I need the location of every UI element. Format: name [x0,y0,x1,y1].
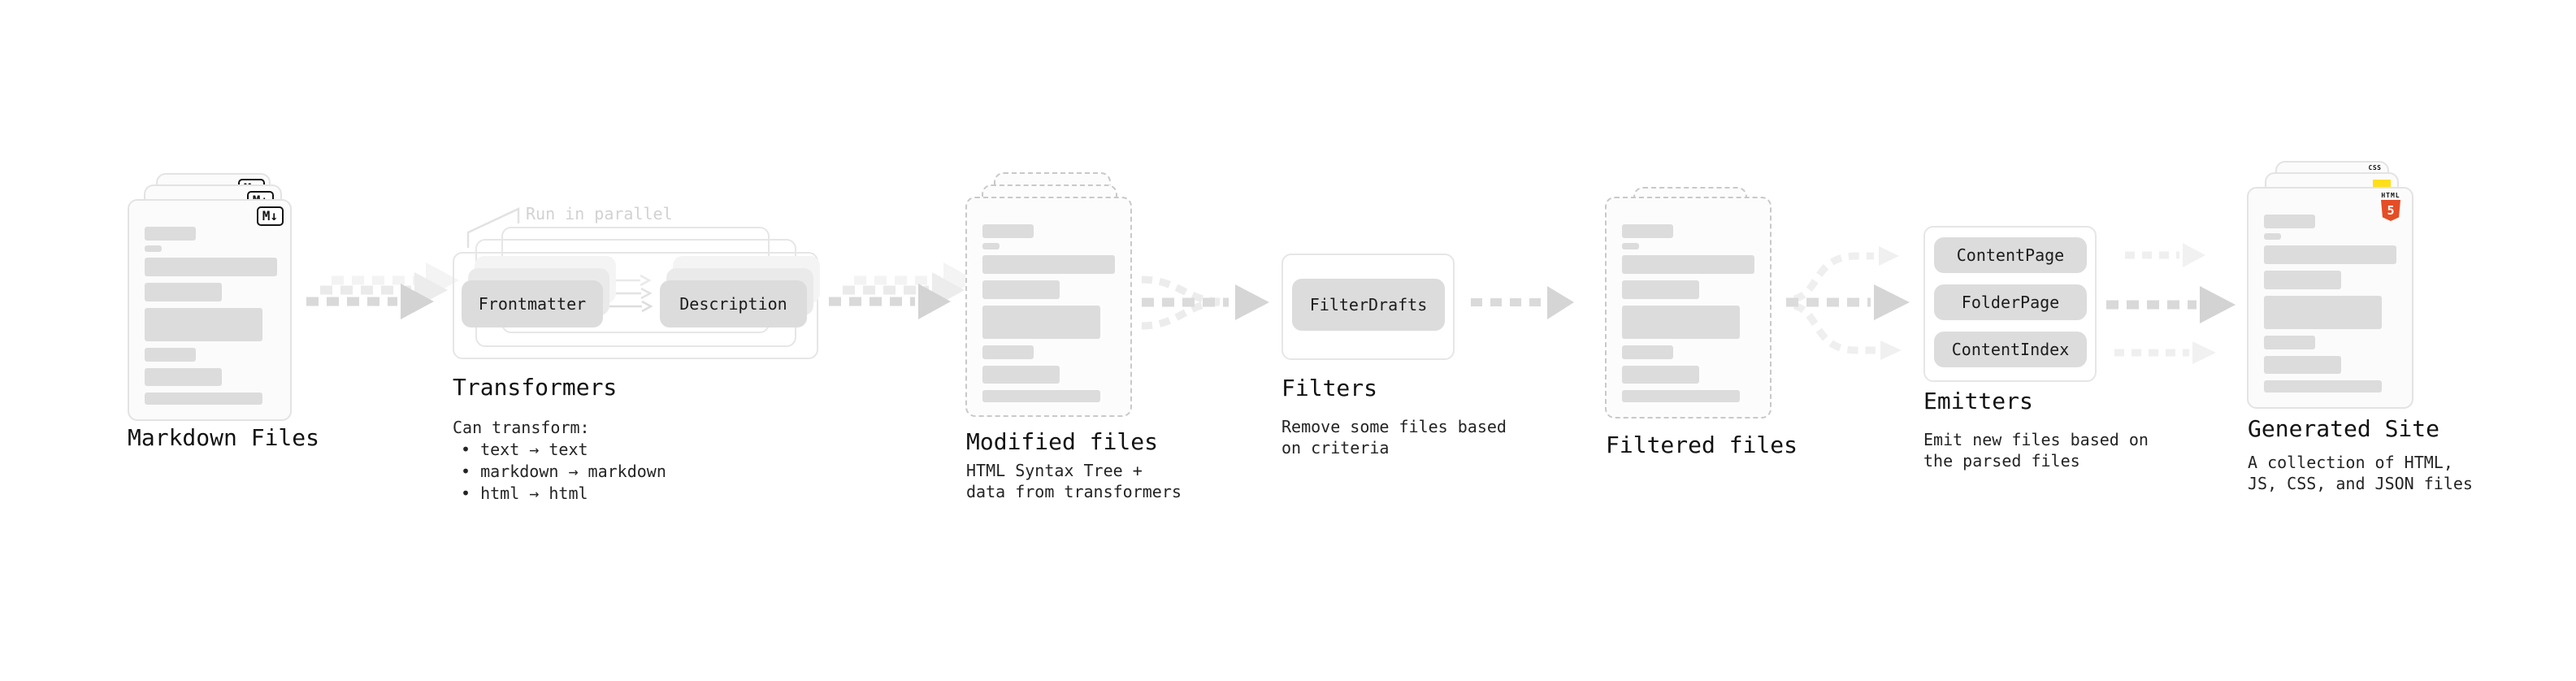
placeholder-line [982,280,1060,299]
run-in-parallel-annotation: Run in parallel [526,204,673,223]
description-pill: Description [660,280,807,327]
filters-description: Remove some files based on criteria [1281,416,1507,458]
placeholder-line [1622,224,1673,238]
generated-file-card-front: HTML 5 [2247,187,2413,409]
arrow-transformers-to-modified [829,262,976,319]
html5-number: 5 [2387,203,2395,218]
contentpage-pill: ContentPage [1934,237,2087,273]
emitters-description: Emit new files based on the parsed files [1923,429,2149,471]
modified-desc-line: HTML Syntax Tree + [966,461,1143,480]
filtered-files-label: Filtered files [1606,432,1798,458]
modified-files-description: HTML Syntax Tree + data from transformer… [966,460,1182,502]
arrow-emitters-to-generated-bottom [2114,341,2216,364]
placeholder-line [145,368,222,386]
arrow-markdown-to-transformers [306,262,459,319]
placeholder-line [145,393,262,405]
placeholder-line [145,308,262,341]
placeholder-line [2264,271,2341,289]
arrow-emitters-to-generated-middle [2106,286,2236,323]
filters-desc-line: on criteria [1281,438,1390,458]
modified-files-label: Modified files [966,428,1159,455]
placeholder-line [1622,366,1699,384]
arrow-filters-to-filtered [1471,286,1574,319]
arrow-filtered-to-emitters [1786,246,1910,360]
placeholder-line [1622,345,1673,359]
placeholder-line [2264,215,2315,228]
modified-desc-line: data from transformers [966,482,1182,501]
placeholder-line [2264,245,2396,264]
emitters-desc-line: Emit new files based on [1923,430,2149,449]
modified-file-card-front [965,197,1132,417]
placeholder-line [1622,306,1740,339]
folderpage-pill: FolderPage [1934,284,2087,320]
placeholder-line [2264,233,2281,240]
placeholder-line [2264,336,2315,349]
placeholder-line [982,255,1115,274]
emitters-label: Emitters [1923,388,2033,414]
generated-site-description: A collection of HTML, JS, CSS, and JSON … [2248,452,2473,494]
placeholder-line [2264,356,2341,374]
placeholder-line [145,283,222,301]
placeholder-line [1622,390,1740,402]
frontmatter-pill: Frontmatter [462,280,603,327]
placeholder-line [1622,255,1754,274]
html5-icon: HTML 5 [2380,192,2401,221]
placeholder-line [982,345,1034,359]
filters-desc-line: Remove some files based [1281,417,1507,436]
transformers-label: Transformers [453,374,618,401]
filtered-file-card-front [1605,197,1772,419]
placeholder-line [145,245,162,252]
filters-box [1281,254,1455,360]
transformers-desc-line: • text → text [461,440,588,459]
placeholder-line [1622,243,1639,249]
placeholder-line [982,224,1034,238]
placeholder-line [982,243,1000,249]
arrow-modified-to-filters [1141,275,1269,330]
html5-icon-label: HTML [2381,192,2400,199]
transformers-box-front [453,252,818,359]
generated-site-label: Generated Site [2248,415,2440,442]
contentindex-pill: ContentIndex [1934,332,2087,367]
generated-desc-line: A collection of HTML, [2248,453,2453,472]
emitters-box [1923,226,2097,382]
filters-label: Filters [1281,375,1378,401]
html5-shield: 5 [2381,200,2400,221]
arrow-emitters-to-generated-top [2125,243,2205,267]
placeholder-line [982,366,1060,384]
transformers-desc-line: • html → html [461,484,588,503]
generated-desc-line: JS, CSS, and JSON files [2248,474,2473,493]
emitters-desc-line: the parsed files [1923,451,2080,471]
css-badge-label: CSS [2368,164,2382,171]
markdown-files-label: Markdown Files [128,424,320,451]
placeholder-line [145,258,277,276]
placeholder-line [145,227,196,241]
js-badge [2373,180,2391,189]
placeholder-line [145,348,196,362]
filterdrafts-pill: FilterDrafts [1292,279,1445,331]
placeholder-line [2264,296,2382,329]
markdown-icon: M↓ [256,206,284,226]
placeholder-line [1622,280,1699,299]
transformers-desc-line: • markdown → markdown [461,462,666,481]
transformers-desc-line: Can transform: [453,418,590,437]
placeholder-line [982,390,1100,402]
transformers-description: Can transform: • text → text • markdown … [453,417,666,505]
markdown-file-card-front: M↓ [128,199,292,421]
placeholder-line [982,306,1100,339]
placeholder-line [2264,380,2382,393]
